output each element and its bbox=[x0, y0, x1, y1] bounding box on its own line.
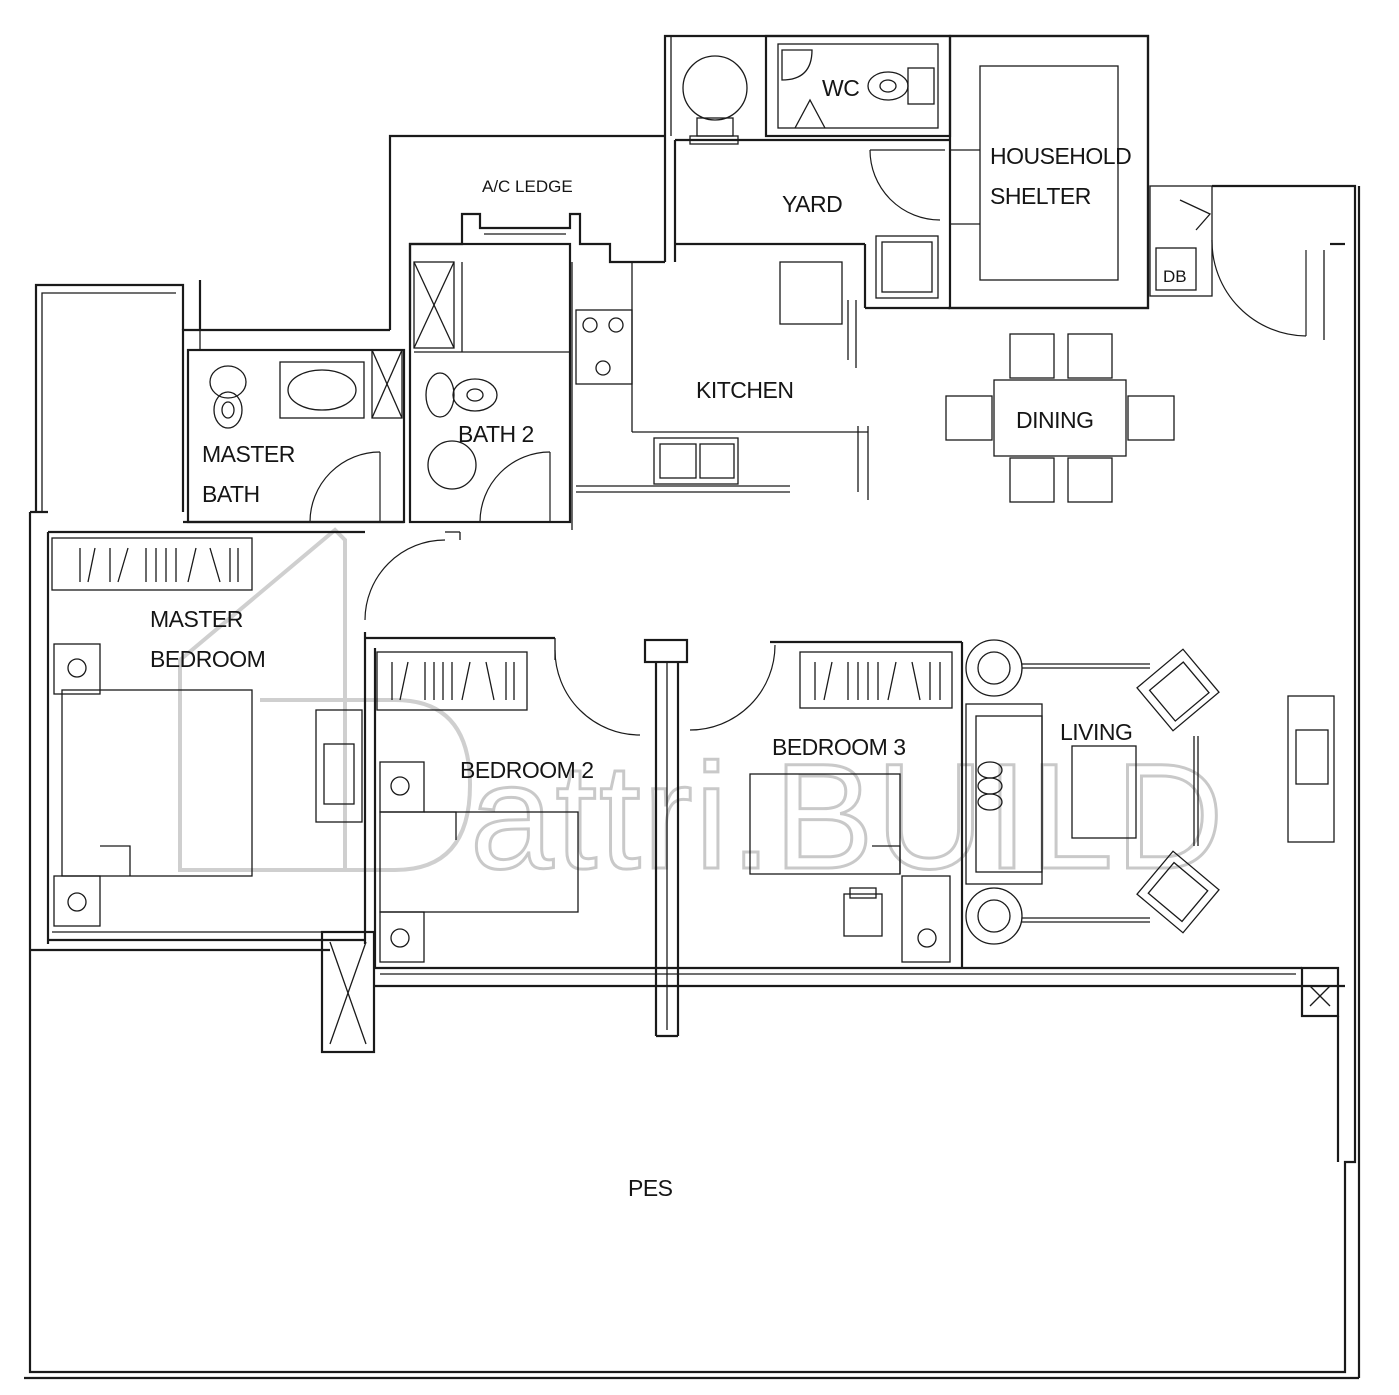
label-master-bedroom-1: MASTER bbox=[150, 606, 243, 632]
ac-ledge-area bbox=[408, 212, 665, 330]
master-bath bbox=[183, 330, 406, 524]
label-bath-2: BATH 2 bbox=[458, 421, 534, 447]
outer-walls bbox=[24, 34, 1361, 1380]
label-yard: YARD bbox=[782, 191, 842, 217]
living-room bbox=[965, 639, 1335, 945]
label-pes: PES bbox=[628, 1175, 673, 1201]
label-master-bedroom-2: BEDROOM bbox=[150, 646, 265, 672]
label-bedroom-3: BEDROOM 3 bbox=[772, 734, 906, 760]
bath-2 bbox=[408, 242, 573, 530]
label-kitchen: KITCHEN bbox=[696, 377, 793, 403]
master-bedroom bbox=[46, 530, 461, 944]
label-master-bath-1: MASTER bbox=[202, 441, 295, 467]
label-bedroom-2: BEDROOM 2 bbox=[460, 757, 594, 783]
label-household-shelter-2: SHELTER bbox=[990, 183, 1091, 209]
watermark-text: attri.BUILD bbox=[470, 732, 1226, 900]
label-household-shelter-1: HOUSEHOLD bbox=[990, 143, 1131, 169]
label-db: DB bbox=[1163, 267, 1187, 286]
watermark: attri.BUILD bbox=[178, 527, 1226, 902]
kitchen bbox=[575, 262, 869, 500]
room-labels: WC HOUSEHOLD SHELTER A/C LEDGE YARD DB K… bbox=[150, 75, 1187, 1201]
label-living: LIVING bbox=[1060, 719, 1132, 745]
bedroom-3 bbox=[689, 640, 964, 968]
bedroom-2 bbox=[365, 636, 641, 968]
label-wc: WC bbox=[822, 75, 859, 101]
label-dining: DINING bbox=[1016, 407, 1094, 433]
dining-table bbox=[945, 333, 1175, 503]
label-master-bath-2: BATH bbox=[202, 481, 260, 507]
pes-area bbox=[30, 930, 1345, 1162]
service-area bbox=[673, 34, 1345, 368]
label-ac-ledge: A/C LEDGE bbox=[482, 177, 573, 196]
